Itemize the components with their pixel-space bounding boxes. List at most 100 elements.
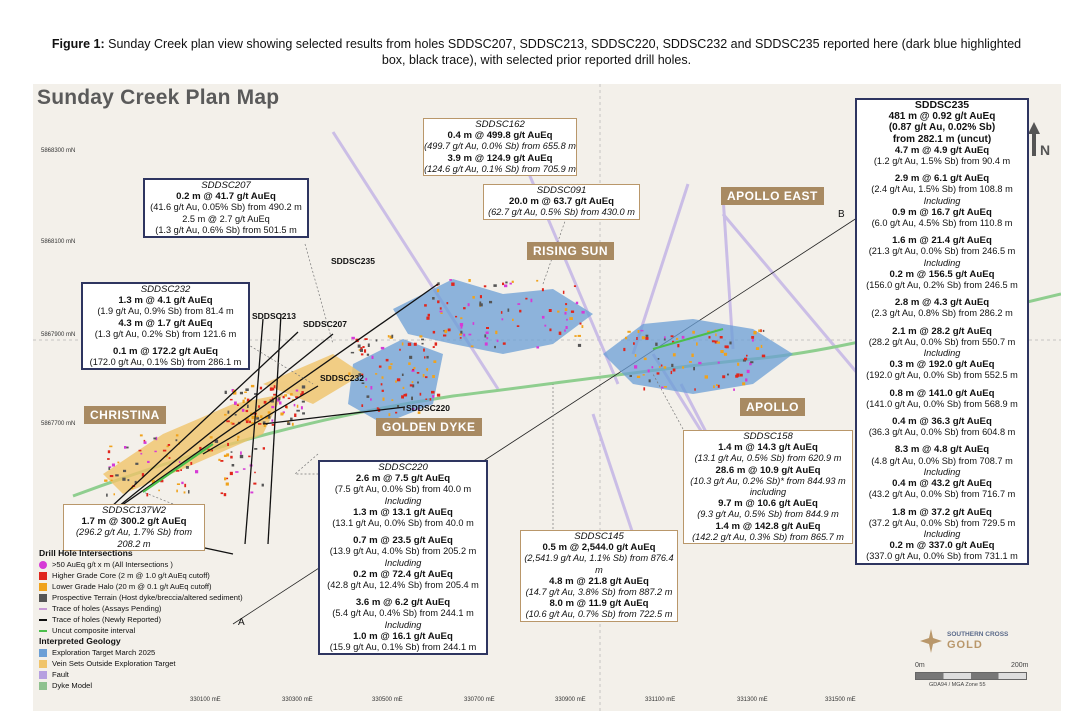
callout-detail: (37.2 g/t Au, 0.0% Sb) from 729.5 m xyxy=(868,517,1016,528)
area-label-apollo-east: APOLLO EAST xyxy=(721,187,824,205)
intersection-mark xyxy=(250,384,255,388)
intersection-mark xyxy=(413,366,416,370)
intersection-mark xyxy=(254,448,258,450)
intersection-mark xyxy=(388,365,392,370)
intersection-mark xyxy=(671,363,674,367)
northing-label: 5867700 mN xyxy=(41,421,76,427)
intersection-mark xyxy=(403,393,407,397)
legend-item: Uncut composite interval xyxy=(39,625,279,636)
intersection-mark xyxy=(390,363,393,365)
intersection-mark xyxy=(188,490,190,494)
intersection-mark xyxy=(364,349,367,353)
intersection-mark xyxy=(395,411,398,414)
callout-detail: (14.7 g/t Au, 3.8% Sb) from 887.2 m xyxy=(525,587,673,598)
intersection-mark xyxy=(240,451,242,455)
intersection-mark xyxy=(225,482,229,486)
northing-label: 5868100 mN xyxy=(41,239,76,245)
intersection-mark xyxy=(486,327,489,329)
intersection-mark xyxy=(696,342,698,346)
area-label-christina: CHRISTINA xyxy=(84,406,166,424)
callout-including: Including xyxy=(384,557,422,568)
intersection-mark xyxy=(724,345,728,348)
intersection-mark xyxy=(460,326,463,329)
intersection-mark xyxy=(234,401,237,405)
intersection-mark xyxy=(416,372,420,374)
intersection-mark xyxy=(175,439,178,442)
intersection-mark xyxy=(122,477,126,481)
intersection-mark xyxy=(468,333,472,336)
intersection-mark xyxy=(209,436,213,439)
intersection-mark xyxy=(360,347,363,350)
scale-datum: GDA94 / MGA Zone 55 xyxy=(929,682,986,688)
hole-label-sddsc207: SDDSC207 xyxy=(303,319,347,329)
intersection-mark xyxy=(399,348,401,351)
intersection-mark xyxy=(633,342,635,345)
intersection-mark xyxy=(229,398,233,401)
legend-heading: Interpreted Geology xyxy=(39,636,121,646)
intersection-mark xyxy=(295,396,299,398)
intersection-mark xyxy=(407,342,412,346)
intersection-mark xyxy=(432,297,435,300)
trace-sddsc207 xyxy=(102,333,334,520)
intersection-mark xyxy=(682,366,685,369)
intersection-mark xyxy=(436,393,441,397)
intersection-mark xyxy=(350,351,355,354)
intersection-mark xyxy=(391,399,394,401)
intersection-mark xyxy=(366,353,370,356)
intersection-mark xyxy=(231,389,235,392)
intersection-mark xyxy=(244,397,247,400)
intersection-mark xyxy=(295,389,299,392)
intersection-mark xyxy=(500,311,503,314)
intersection-mark xyxy=(190,462,193,465)
intersection-mark xyxy=(123,469,127,473)
callout-intercept: 28.6 m @ 10.9 g/t AuEq xyxy=(715,464,821,476)
callout-including: Including xyxy=(923,257,961,268)
intersection-mark xyxy=(519,309,522,313)
intersection-mark xyxy=(380,346,385,350)
intersection-mark xyxy=(417,407,420,411)
intersection-mark xyxy=(296,404,299,408)
intersection-mark xyxy=(629,375,632,377)
leader-sddsc158 xyxy=(652,373,684,430)
callout-intercept: 2.1 m @ 28.2 g/t AuEq xyxy=(892,325,992,337)
intersection-mark xyxy=(387,335,390,338)
intersection-mark xyxy=(449,279,452,281)
intersection-mark xyxy=(249,420,251,424)
intersection-mark xyxy=(651,366,654,369)
intersection-mark xyxy=(750,361,754,364)
uncut-composite-intervals xyxy=(142,328,724,493)
intersection-mark xyxy=(486,337,489,340)
callout-intercept: 2.9 m @ 6.1 g/t AuEq xyxy=(894,173,990,185)
intersection-mark xyxy=(167,444,171,446)
intersection-mark xyxy=(246,398,250,402)
vein-set-golden-dyke xyxy=(263,354,363,404)
callout-intercept: 4.3 m @ 1.7 g/t AuEq xyxy=(118,317,213,329)
callout-hole-id: SDDSC220 xyxy=(378,462,428,473)
intersection-mark xyxy=(417,381,419,384)
callout-detail: (5.4 g/t Au, 0.4% Sb) from 244.1 m xyxy=(332,608,474,619)
intersection-mark xyxy=(507,308,510,312)
intersection-mark xyxy=(113,493,115,496)
legend-item: Dyke Model xyxy=(39,680,279,691)
intersection-mark xyxy=(365,377,368,381)
intersection-mark xyxy=(658,366,661,368)
intersection-mark xyxy=(496,339,499,343)
intersection-mark xyxy=(753,331,757,335)
intersection-mark xyxy=(509,282,512,285)
intersection-mark xyxy=(160,479,164,483)
intersection-mark xyxy=(645,337,649,340)
legend-item: Trace of holes (Newly Reported) xyxy=(39,614,279,625)
intersection-mark xyxy=(139,434,143,437)
callout-intercept: 1.4 m @ 142.8 g/t AuEq xyxy=(715,520,821,532)
intersection-mark xyxy=(670,370,673,375)
intersection-mark xyxy=(231,422,235,425)
intersection-mark xyxy=(421,342,424,345)
callout-including: Including xyxy=(923,466,961,477)
easting-label: 331300 mE xyxy=(737,697,768,703)
intersection-mark xyxy=(755,347,760,350)
intersection-mark xyxy=(411,369,415,372)
callout-intercept: 0.4 m @ 43.2 g/t AuEq xyxy=(892,478,992,490)
intersection-mark xyxy=(440,312,443,314)
intersection-mark xyxy=(483,285,487,288)
